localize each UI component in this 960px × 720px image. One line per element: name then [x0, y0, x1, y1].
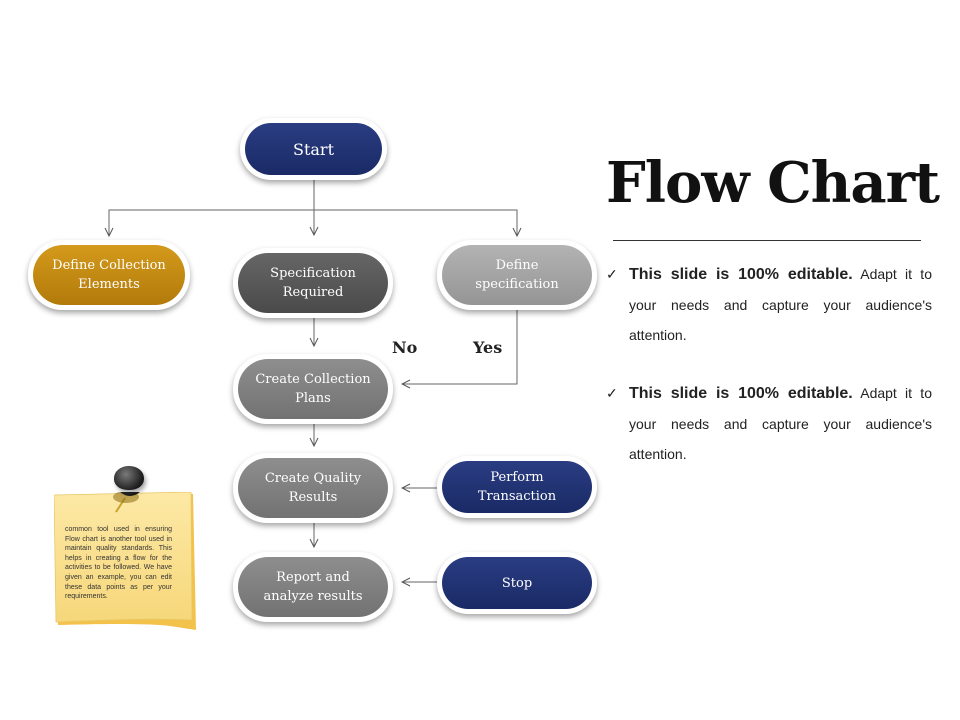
- branch-label-yes: Yes: [473, 338, 503, 357]
- node-create-collection-plans: Create Collection Plans: [233, 354, 393, 424]
- node-stop: Stop: [437, 552, 597, 614]
- node-start: Start: [240, 118, 387, 180]
- connector-start-right: [314, 209, 517, 236]
- node-stop-label: Stop: [442, 557, 592, 609]
- node-define-specification: Define specification: [437, 240, 597, 310]
- node-create-collection-plans-label: Create Collection Plans: [238, 359, 388, 419]
- bullet-item: ✓ This slide is 100% editable. Adapt it …: [606, 259, 932, 350]
- node-create-quality-results: Create Quality Results: [233, 453, 393, 523]
- sticky-note: [54, 492, 196, 630]
- bullet-item: ✓ This slide is 100% editable. Adapt it …: [606, 378, 932, 469]
- pushpin-head-icon: [114, 466, 144, 490]
- node-define-collection-elements: Define Collection Elements: [28, 240, 190, 310]
- node-perform-transaction: Perform Transaction: [437, 456, 597, 518]
- node-report-and-analyze-label: Report and analyze results: [238, 557, 388, 617]
- connector-start-left: [109, 209, 314, 236]
- bullet-body-text: Adapt it to your needs and capture your …: [629, 385, 932, 462]
- page-title: Flow Chart: [606, 150, 940, 216]
- pushpin-icon: [113, 492, 140, 513]
- node-perform-transaction-label: Perform Transaction: [442, 461, 592, 513]
- bullet-body-text: Adapt it to your needs and capture your …: [629, 266, 932, 343]
- branch-label-no: No: [392, 338, 418, 357]
- checkmark-icon: ✓: [606, 266, 618, 282]
- node-specification-required: Specification Required: [233, 248, 393, 318]
- node-specification-required-label: Specification Required: [238, 253, 388, 313]
- node-create-quality-results-label: Create Quality Results: [238, 458, 388, 518]
- node-report-and-analyze: Report and analyze results: [233, 552, 393, 622]
- sticky-note-text: common tool used in ensuring Flow chart …: [65, 526, 172, 601]
- connector-yes-branch: [402, 310, 518, 384]
- node-define-specification-label: Define specification: [442, 245, 592, 305]
- checkmark-icon: ✓: [606, 385, 618, 401]
- title-divider: [613, 240, 921, 241]
- node-start-label: Start: [245, 123, 382, 175]
- node-define-collection-elements-label: Define Collection Elements: [33, 245, 185, 305]
- bullet-bold-text: This slide is 100% editable.: [629, 385, 853, 402]
- bullet-bold-text: This slide is 100% editable.: [629, 266, 853, 283]
